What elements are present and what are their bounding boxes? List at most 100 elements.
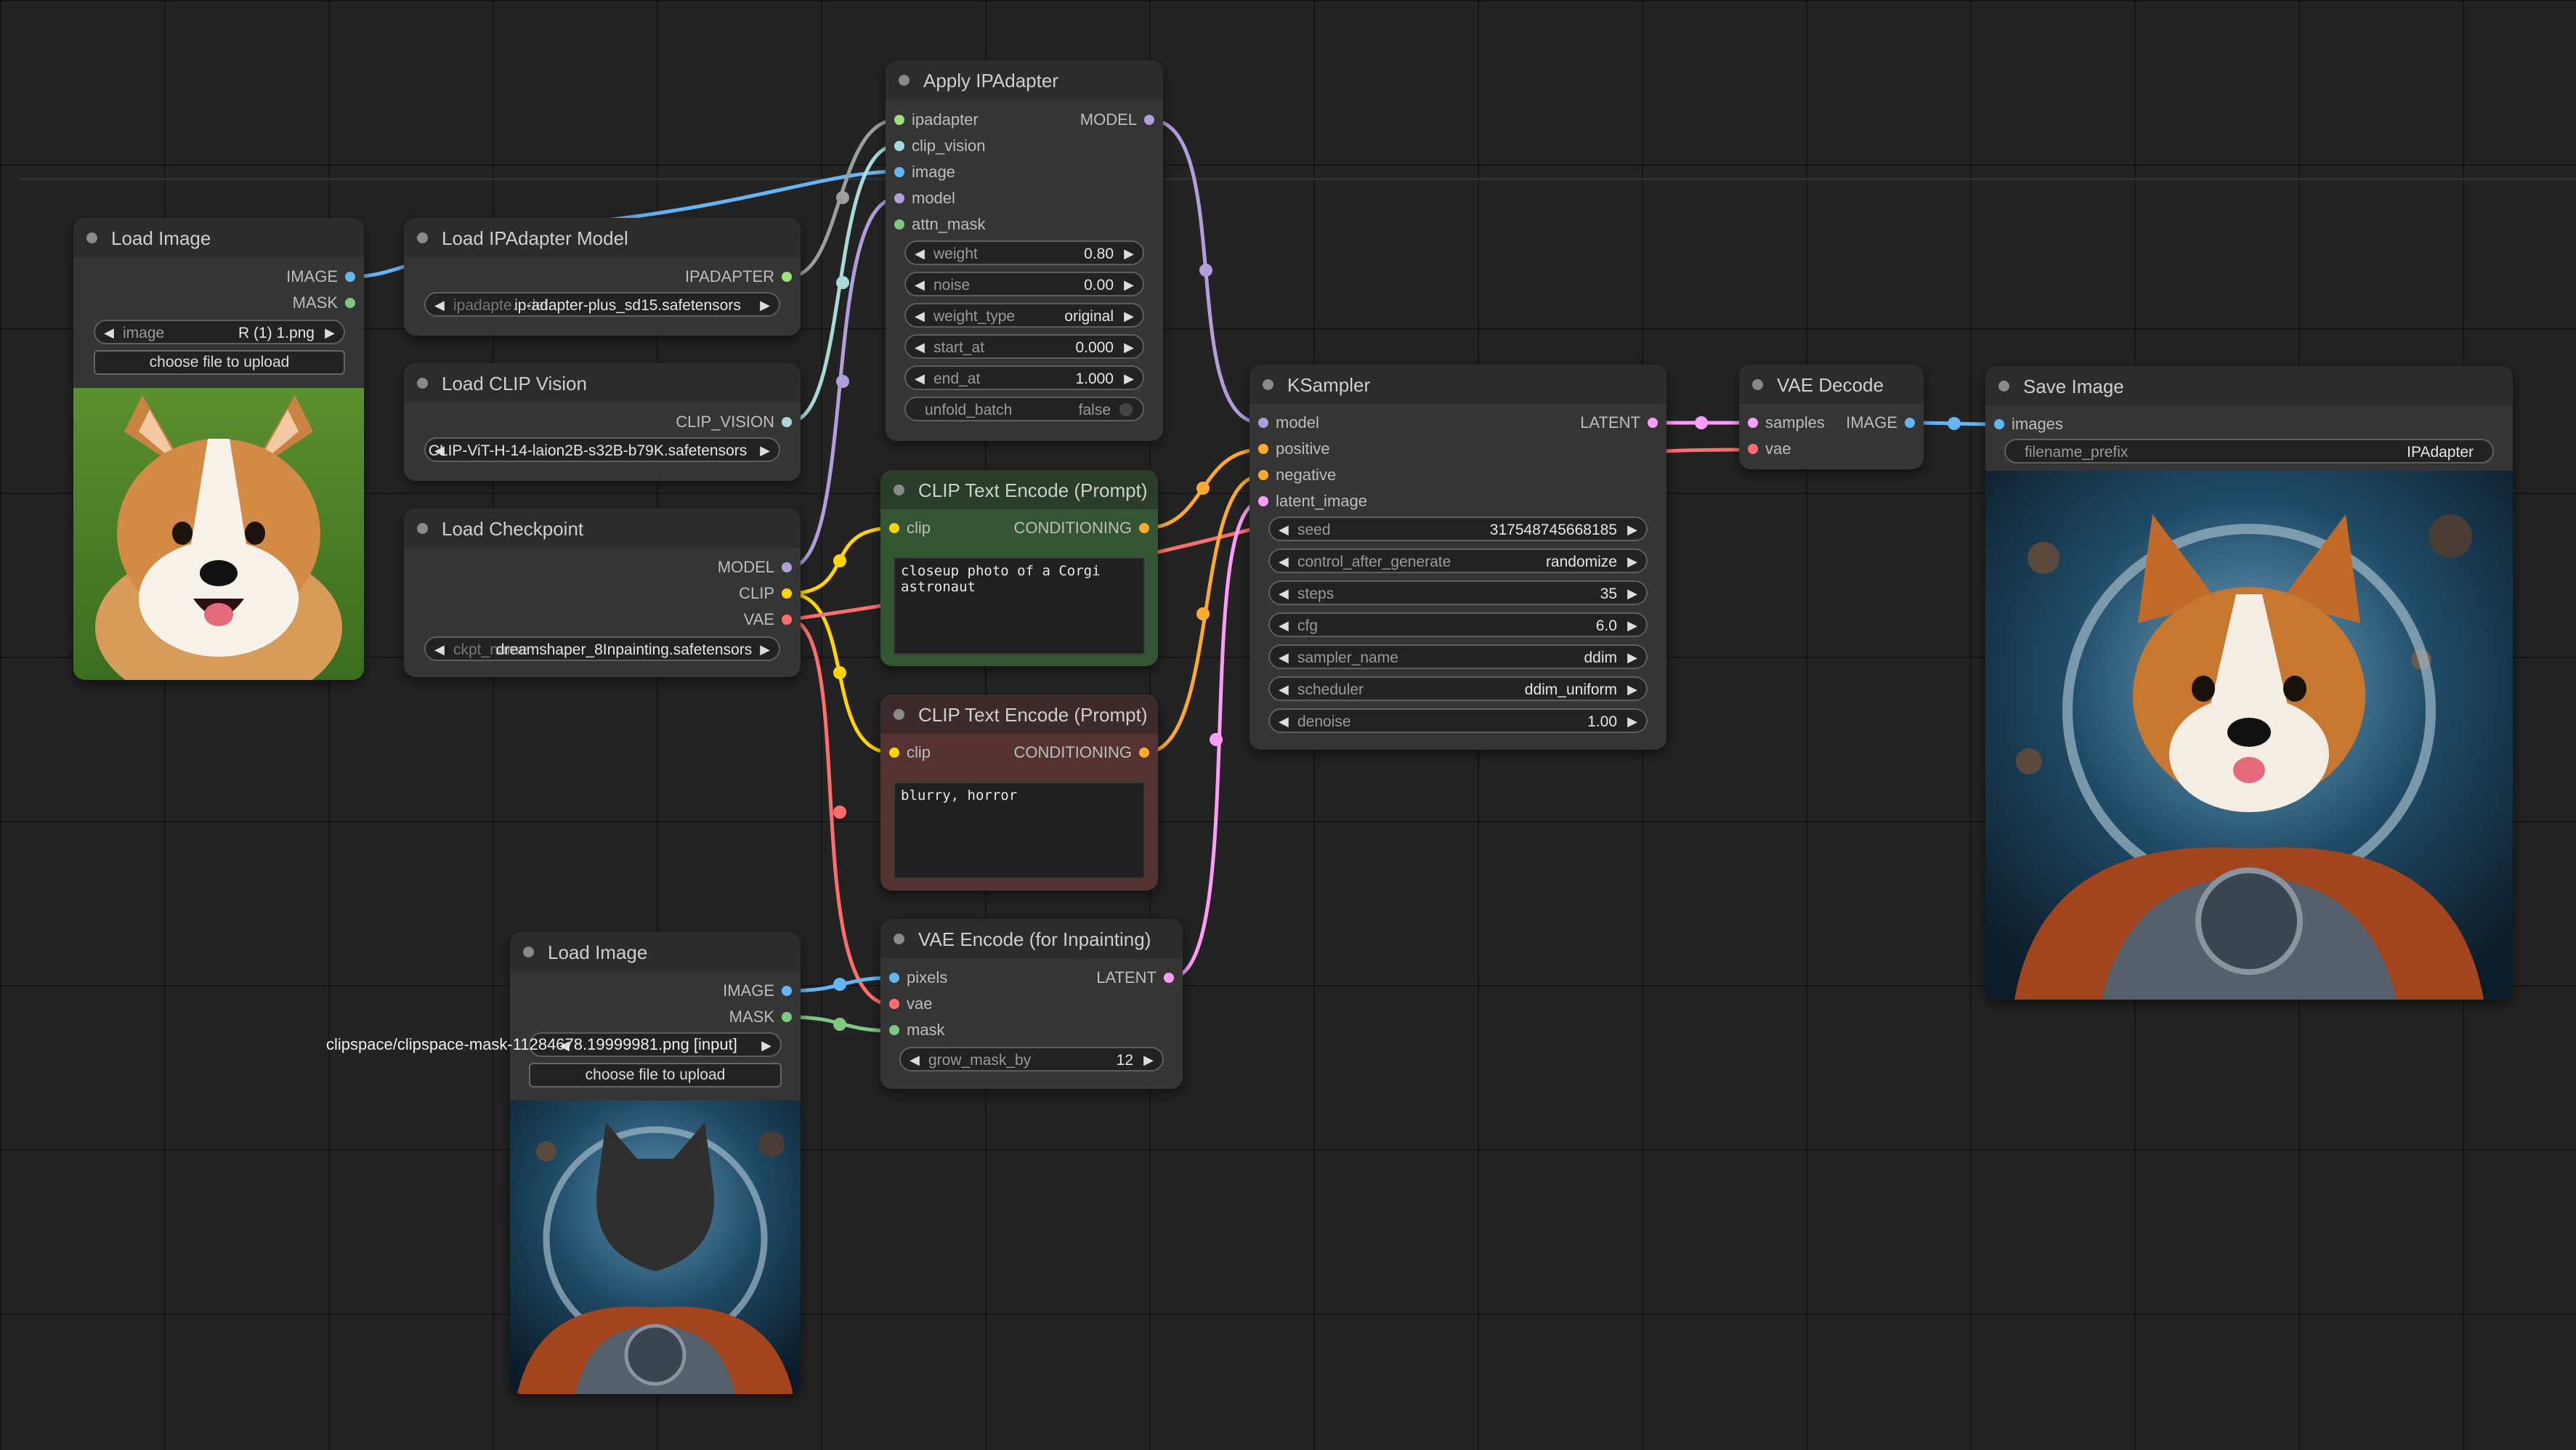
ipadapter-file-select[interactable]: ◀ ipadapte…del ip-adapter-plus_sd15.safe… — [424, 292, 780, 317]
collapse-dot[interactable] — [86, 232, 97, 243]
node-load-image-1[interactable]: Load Image IMAGE MASK ◀ image R (1) 1.pn… — [73, 218, 364, 680]
image-select[interactable]: ◀ ▶ — [529, 1032, 782, 1057]
input-latent-image[interactable]: latent_image — [1249, 490, 1367, 512]
upload-button[interactable]: choose file to upload — [529, 1063, 782, 1088]
collapse-dot[interactable] — [523, 947, 534, 957]
prompt-textarea[interactable]: blurry, horror — [894, 782, 1145, 879]
collapse-dot[interactable] — [417, 378, 428, 389]
collapse-dot[interactable] — [1263, 379, 1273, 390]
input-negative[interactable]: negative — [1249, 464, 1336, 486]
input-clip-vision[interactable]: clip_vision — [886, 135, 986, 157]
output-vae[interactable]: VAE — [744, 609, 801, 631]
arrow-right-icon: ▶ — [325, 325, 335, 340]
output-model[interactable]: MODEL — [1080, 109, 1163, 131]
output-conditioning[interactable]: CONDITIONING — [1013, 517, 1158, 539]
node-title: Apply IPAdapter — [923, 70, 1058, 92]
node-title: Load Checkpoint — [442, 518, 584, 540]
output-image-preview — [1985, 471, 2513, 1000]
collapse-dot[interactable] — [1998, 381, 2009, 392]
input-positive[interactable]: positive — [1249, 438, 1330, 460]
node-clip-text-negative[interactable]: CLIP Text Encode (Prompt) clip CONDITION… — [880, 694, 1158, 891]
node-title: Load IPAdapter Model — [442, 227, 628, 249]
group-boundary — [20, 178, 2576, 180]
clip-vision-file-select[interactable]: ◀ CLIP-ViT-H-14-laion2B-s32B-b79K.safete… — [424, 437, 780, 462]
input-mask[interactable]: mask — [880, 1019, 945, 1041]
collapse-dot[interactable] — [894, 933, 904, 944]
upload-button[interactable]: choose file to upload — [94, 350, 345, 375]
input-pixels[interactable]: pixels — [880, 967, 947, 989]
output-image[interactable]: IMAGE — [286, 266, 364, 288]
input-vae[interactable]: vae — [1739, 438, 1791, 460]
collapse-dot[interactable] — [417, 523, 428, 534]
input-clip[interactable]: clip — [880, 517, 931, 539]
output-ipadapter[interactable]: IPADAPTER — [685, 266, 801, 288]
input-model[interactable]: model — [886, 187, 955, 209]
node-load-image-2[interactable]: Load Image IMAGE MASK ◀ ▶ choose file to… — [510, 932, 801, 1394]
collapse-dot[interactable] — [894, 709, 904, 720]
image-select[interactable]: ◀ image R (1) 1.png ▶ — [94, 320, 345, 344]
collapse-dot[interactable] — [894, 485, 904, 495]
input-images[interactable]: images — [1985, 413, 2063, 435]
node-vae-encode-inpainting[interactable]: VAE Encode (for Inpainting) pixels vae m… — [880, 919, 1183, 1089]
input-vae[interactable]: vae — [880, 993, 932, 1015]
input-model[interactable]: model — [1249, 412, 1319, 434]
collapse-dot[interactable] — [417, 232, 428, 243]
node-title: Load Image — [548, 941, 648, 963]
arrow-right-icon: ▶ — [760, 298, 770, 312]
arrow-left-icon: ◀ — [434, 298, 445, 312]
node-vae-decode[interactable]: VAE Decode samples vae IMAGE — [1739, 365, 1924, 469]
output-clip[interactable]: CLIP — [739, 583, 801, 604]
output-latent[interactable]: LATENT — [1580, 412, 1666, 434]
node-load-clip-vision[interactable]: Load CLIP Vision CLIP_VISION ◀ CLIP-ViT-… — [404, 363, 801, 481]
collapse-dot[interactable] — [899, 75, 910, 86]
checkpoint-select[interactable]: ◀ ckpt_name dreamshaper_8Inpainting.safe… — [424, 636, 780, 661]
output-image[interactable]: IMAGE — [1846, 412, 1924, 434]
image-filename-overflow: clipspace/clipspace-mask-11284678.199999… — [326, 1035, 737, 1053]
input-ipadapter[interactable]: ipadapter — [886, 109, 979, 131]
output-model[interactable]: MODEL — [718, 556, 801, 578]
node-clip-text-positive[interactable]: CLIP Text Encode (Prompt) clip CONDITION… — [880, 470, 1158, 666]
node-title: CLIP Text Encode (Prompt) — [918, 479, 1148, 501]
arrow-right-icon: ▶ — [761, 1038, 771, 1053]
prompt-textarea[interactable]: closeup photo of a Corgi astronaut — [894, 557, 1145, 655]
corgi-photo-preview — [73, 388, 364, 680]
node-ksampler[interactable]: KSampler model positive negative latent_… — [1249, 365, 1666, 750]
input-samples[interactable]: samples — [1739, 412, 1825, 434]
node-title: CLIP Text Encode (Prompt) — [918, 704, 1148, 726]
output-clip-vision[interactable]: CLIP_VISION — [676, 411, 801, 433]
toggle-knob — [1119, 403, 1133, 416]
node-load-checkpoint[interactable]: Load Checkpoint MODEL CLIP VAE ◀ ckpt_na… — [404, 509, 801, 677]
output-conditioning[interactable]: CONDITIONING — [1013, 742, 1158, 764]
input-image[interactable]: image — [886, 161, 955, 183]
output-mask[interactable]: MASK — [293, 292, 364, 314]
node-title: Load Image — [111, 227, 211, 249]
collapse-dot[interactable] — [1752, 379, 1763, 390]
node-title: VAE Encode (for Inpainting) — [918, 928, 1151, 950]
output-mask[interactable]: MASK — [729, 1006, 801, 1028]
output-latent[interactable]: LATENT — [1096, 967, 1183, 989]
node-title: Save Image — [2023, 376, 2124, 397]
node-load-ipadapter-model[interactable]: Load IPAdapter Model IPADAPTER ◀ ipadapt… — [404, 218, 801, 336]
input-clip[interactable]: clip — [880, 742, 931, 764]
masked-image-preview — [510, 1101, 801, 1394]
output-image[interactable]: IMAGE — [723, 980, 801, 1002]
input-attn-mask[interactable]: attn_mask — [886, 214, 986, 235]
node-apply-ipadapter[interactable]: Apply IPAdapter ipadapter clip_vision im… — [886, 60, 1163, 441]
arrow-left-icon: ◀ — [434, 642, 445, 657]
